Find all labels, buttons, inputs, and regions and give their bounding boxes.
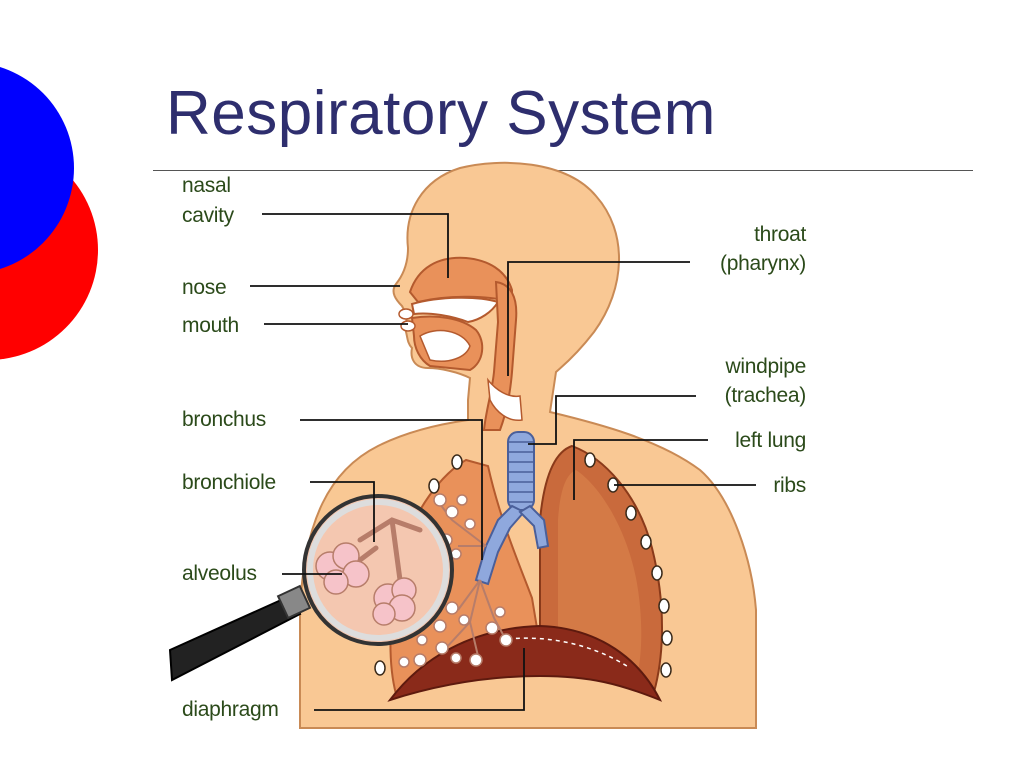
label-throat-line2: (pharynx) [720,252,806,275]
leader-diaphragm [314,648,525,711]
label-throat-line1: throat [754,223,806,246]
epiglottis [487,377,523,421]
label-bronchiole: bronchiole [182,471,276,494]
label-left-lung: left lung [735,429,806,452]
tongue [419,329,471,362]
leader-nasal-cavity [262,213,449,278]
leader-bronchus [300,419,483,560]
leader-throat [507,261,690,376]
label-diaphragm: diaphragm [182,698,279,721]
leader-left-lung [573,439,708,500]
magnifying-glass-icon [168,494,454,682]
label-nasal-cavity-line2: cavity [182,204,235,227]
right-bronchus [474,504,526,586]
leader-lines [250,213,756,711]
left-lung-inner [558,470,642,680]
label-nose: nose [182,276,226,299]
leader-bronchiole [310,481,375,542]
label-alveolus: alveolus [182,562,257,585]
title-divider [153,170,973,171]
label-windpipe-line1: windpipe [725,355,807,378]
magnifier-handle [168,594,302,682]
alveolus-sac [315,542,417,626]
ribs [374,452,673,678]
label-bronchus: bronchus [182,408,266,431]
slide-title: Respiratory System [166,79,716,148]
decorative-circles [0,66,98,360]
label-nasal-cavity-line1: nasal [182,174,231,197]
diaphragm [387,624,663,702]
label-ribs: ribs [773,474,806,497]
palate [410,296,500,324]
left-bronchus [518,504,550,550]
label-mouth: mouth [182,314,239,337]
diaphragm-edge [499,637,631,669]
blue-circle [0,66,74,270]
leader-windpipe [528,395,696,445]
label-windpipe-line2: (trachea) [725,384,806,407]
